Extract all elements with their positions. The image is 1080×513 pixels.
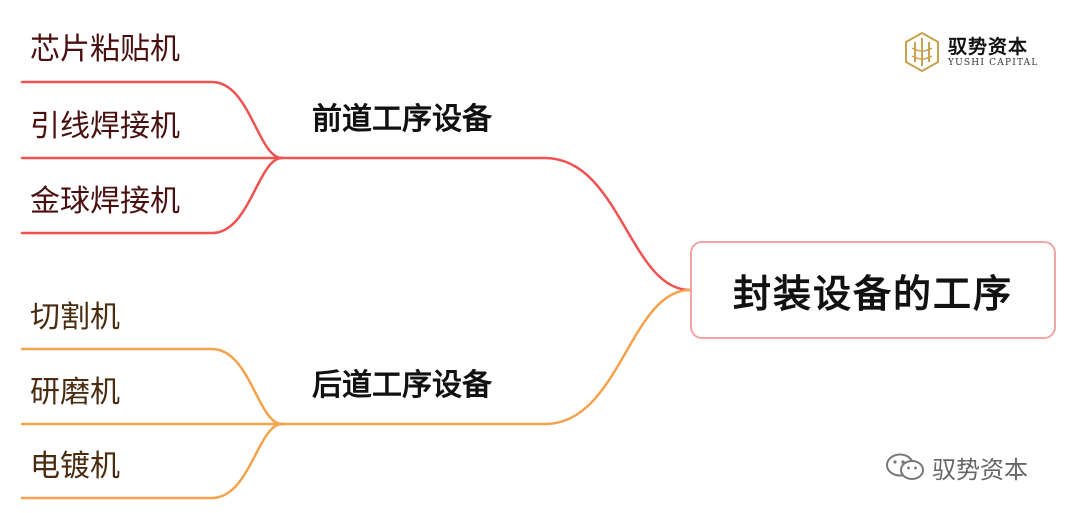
edge-root-to-front — [280, 156, 692, 292]
root-label: 封装设备的工序 — [732, 271, 1013, 316]
leaf-ball-bonder: 金球焊接机 — [30, 184, 180, 219]
leaf-grinder: 研磨机 — [30, 375, 120, 410]
leaf-dicing-saw: 切割机 — [30, 300, 120, 335]
root-node: 封装设备的工序 — [690, 241, 1056, 339]
edge-front-to-leaf-3 — [20, 156, 284, 235]
edge-back-to-leaf-3 — [20, 422, 284, 500]
brand-logo: 驭势资本 YUSHI CAPITAL — [904, 30, 1054, 74]
logo-name: 驭势资本 — [948, 36, 1029, 58]
leaf-die-bonder: 芯片粘贴机 — [30, 32, 180, 67]
wechat-icon — [886, 453, 924, 480]
yushi-logo-icon — [905, 32, 939, 72]
edge-back-to-leaf-1 — [20, 347, 284, 426]
leaf-plating-machine: 电镀机 — [30, 449, 120, 484]
group-label-back: 后道工序设备 — [312, 368, 492, 403]
watermark-text: 驭势资本 — [932, 455, 1028, 484]
edge-front-to-leaf-1 — [20, 80, 284, 160]
wechat-watermark: 驭势资本 — [884, 450, 1028, 484]
leaf-wire-bonder: 引线焊接机 — [30, 109, 180, 144]
edge-root-to-back — [280, 288, 692, 426]
logo-subtitle: YUSHI CAPITAL — [948, 58, 1039, 68]
group-label-front: 前道工序设备 — [312, 102, 492, 137]
